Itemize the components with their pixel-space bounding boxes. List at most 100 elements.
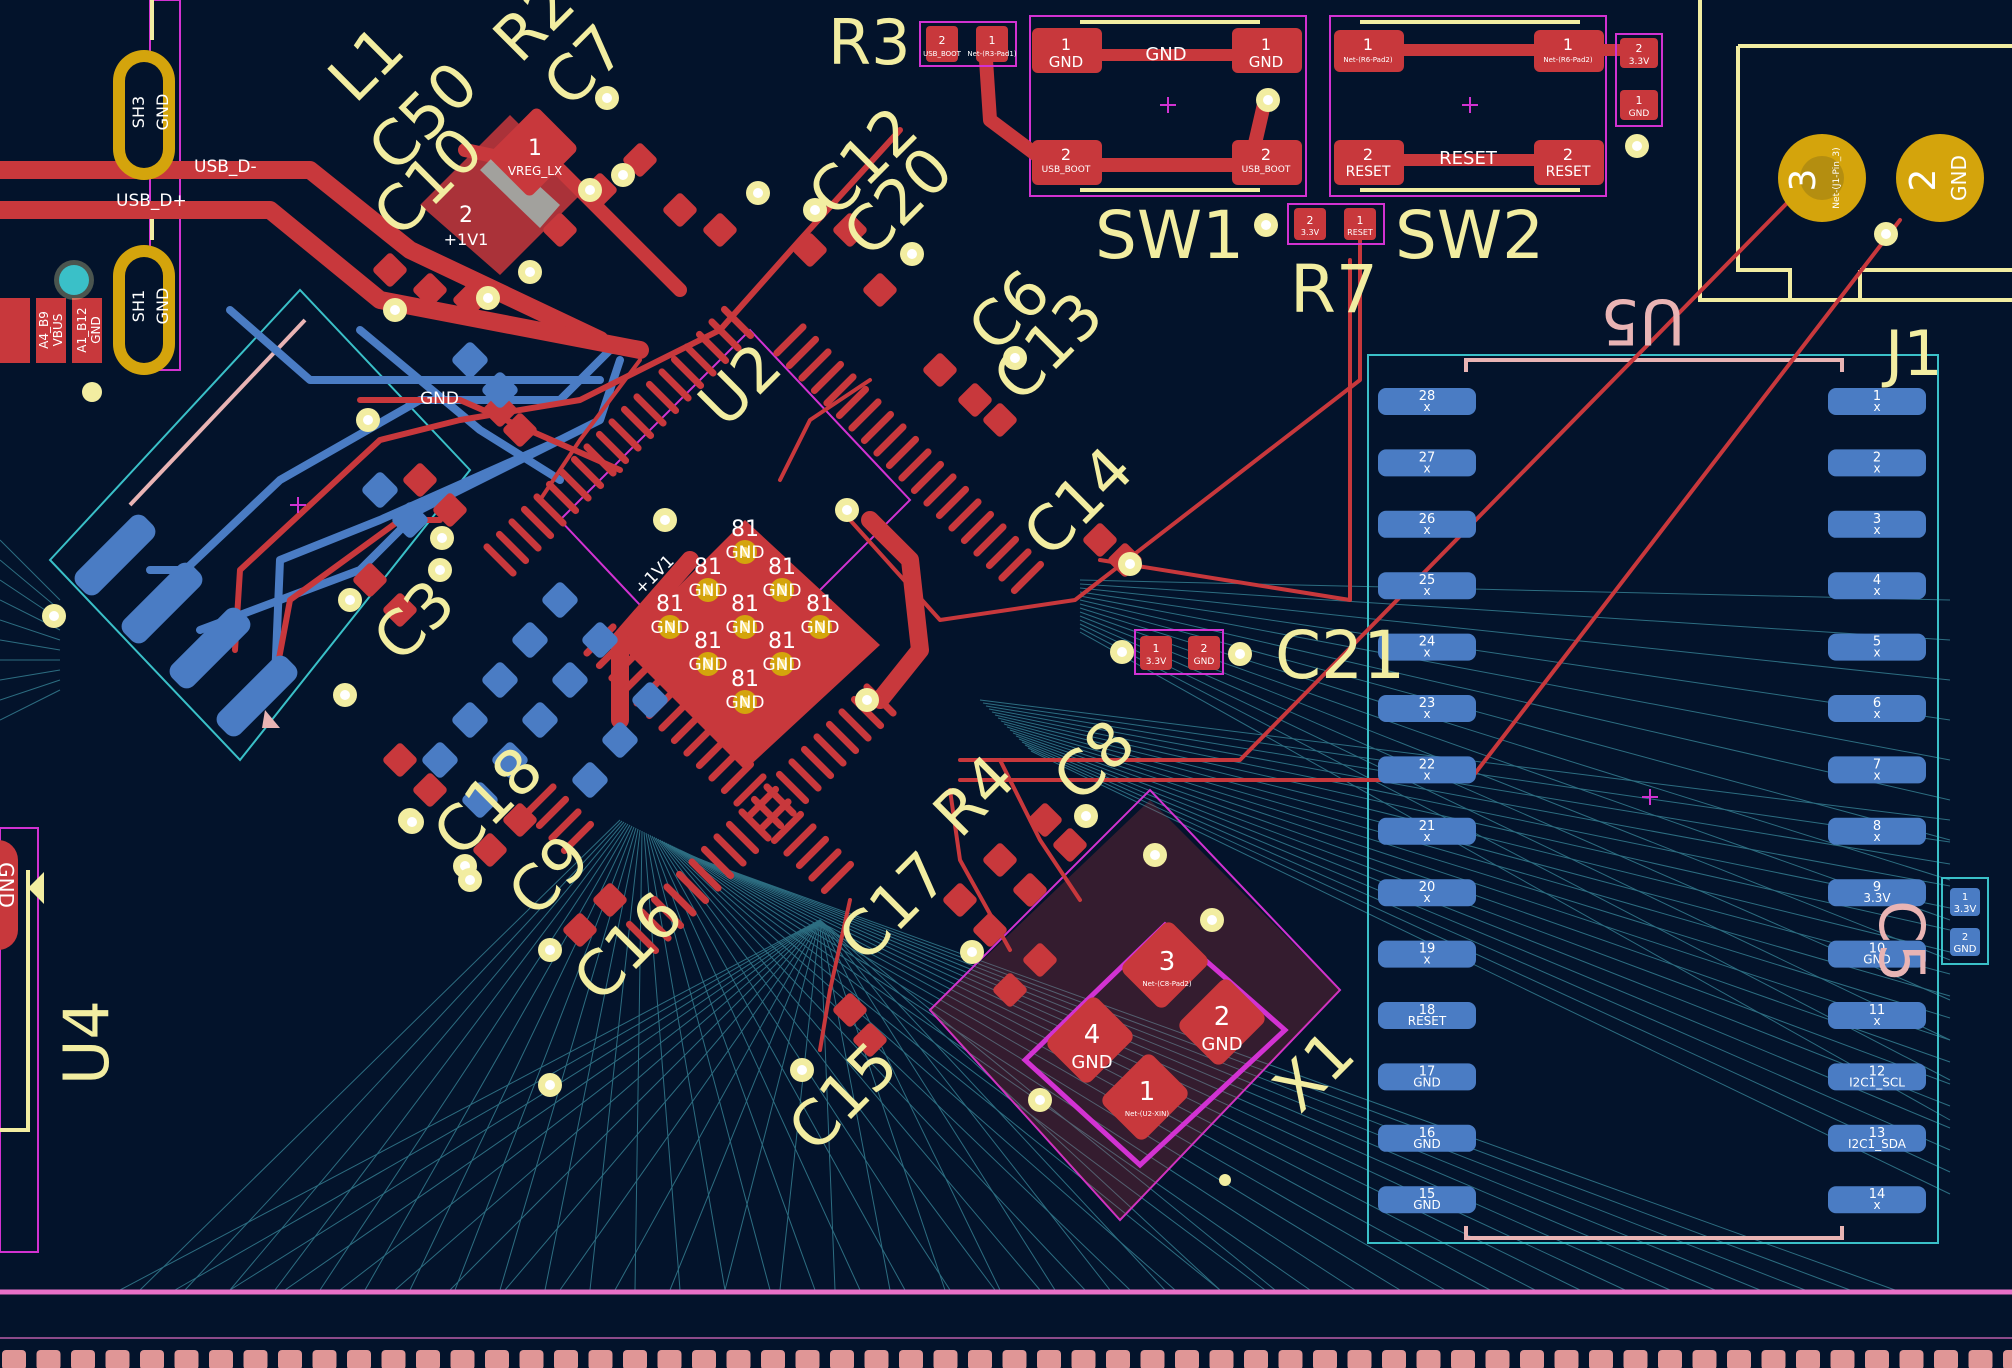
svg-text:x: x	[1423, 400, 1430, 414]
regulator-l1[interactable]: 1 VREG_LX 2 +1V1	[420, 106, 585, 275]
l1-pad2-net: +1V1	[444, 230, 489, 249]
r3-pad2-net: USB_BOOT	[923, 50, 962, 58]
svg-text:81: 81	[806, 592, 834, 617]
svg-text:12: 12	[1869, 1064, 1886, 1079]
svg-text:81: 81	[768, 555, 796, 580]
sw1-p1r-net: GND	[1249, 53, 1283, 71]
pin1-marker-dot	[1219, 1174, 1231, 1186]
switch-sw2[interactable]: 1 Net-(R6-Pad2) 1 Net-(R6-Pad2) 2 RESET …	[1334, 30, 1604, 185]
usb-a1b12: A1_B12	[75, 307, 89, 352]
svg-text:81: 81	[731, 517, 759, 542]
usb-sh1-label: SH1	[129, 290, 148, 322]
svg-text:GND: GND	[726, 618, 765, 638]
ratsnest-lines	[0, 539, 1951, 1291]
resistor-r7[interactable]: 2 3.3V 1 RESET	[1287, 203, 1385, 245]
module-u5[interactable]: 28x1x27x2x26x3x25x4x24x5x23x6x22x7x21x8x…	[1378, 388, 1926, 1214]
svg-text:x: x	[1423, 646, 1430, 660]
svg-text:81: 81	[694, 555, 722, 580]
x1-pad4-net: GND	[1071, 1052, 1112, 1073]
svg-text:28: 28	[1419, 389, 1436, 404]
sw1-p1l-num: 1	[1061, 35, 1071, 54]
capacitor-c21[interactable]: 1 3.3V 2 GND	[1134, 629, 1224, 675]
svg-text:GND: GND	[689, 655, 728, 675]
refdes-j1: J1	[1881, 317, 1943, 390]
refdes-r3: R3	[828, 6, 911, 79]
u4-pad[interactable]: GND	[0, 840, 44, 950]
sw2-p2l-net: RESET	[1346, 164, 1391, 180]
sw2-trace-net: RESET	[1439, 148, 1498, 169]
connector-j1[interactable]: 3 Net-(J1-Pin_3) 2 GND	[1778, 134, 1984, 222]
r6-pad2-num: 2	[1636, 42, 1643, 55]
j1-pin3-num: 3	[1783, 169, 1824, 192]
refdes-u4: U4	[50, 1000, 123, 1085]
svg-text:GND: GND	[726, 543, 765, 563]
svg-text:3.3V: 3.3V	[1863, 891, 1891, 905]
sw2-p1l-num: 1	[1363, 35, 1373, 54]
capacitor-c5[interactable]: 1 3.3V 2 GND	[1950, 888, 1980, 956]
vias	[42, 86, 1898, 1112]
svg-text:81: 81	[731, 667, 759, 692]
u5-left-pad: 19x	[1378, 940, 1476, 968]
svg-text:4: 4	[1873, 573, 1881, 588]
resistor-r3[interactable]: 2 USB_BOOT 1 Net-(R3-Pad1)	[919, 21, 1017, 67]
svg-text:x: x	[1873, 1014, 1880, 1028]
svg-text:81: 81	[656, 592, 684, 617]
r6-pad1-net: GND	[1629, 109, 1650, 119]
svg-text:I2C1_SCL: I2C1_SCL	[1849, 1075, 1905, 1089]
r7-pad2-num: 2	[1307, 214, 1314, 227]
c21-pad2-num: 2	[1201, 642, 1208, 655]
svg-text:x: x	[1873, 707, 1880, 721]
r3-pad2-num: 2	[939, 34, 946, 47]
sw1-p2l-num: 2	[1061, 145, 1071, 164]
svg-text:17: 17	[1419, 1064, 1436, 1079]
u5-left-pad: 24x	[1378, 633, 1476, 661]
refdes-r1: R1	[0, 517, 15, 600]
svg-text:24: 24	[1419, 635, 1436, 650]
c21-pad2-net: GND	[1194, 657, 1215, 667]
sw2-p2r-num: 2	[1563, 145, 1573, 164]
svg-text:x: x	[1423, 953, 1430, 967]
svg-text:GND: GND	[689, 581, 728, 601]
x1-pad2-num: 2	[1214, 1002, 1231, 1032]
l1-pad1-num: 1	[528, 136, 542, 161]
usb-sh3-gnd: GND	[153, 94, 172, 131]
u5-left-pad: 22x	[1378, 756, 1476, 784]
x1-pad3-num: 3	[1159, 947, 1176, 977]
sw1-p2r-num: 2	[1261, 145, 1271, 164]
r6-pad2-net: 3.3V	[1629, 57, 1650, 67]
crystal-x1[interactable]: 3 Net-(C8-Pad2) 2 GND 4 GND 1 Net-(U2-XI…	[930, 800, 1340, 1220]
u5-right-pad: 8x	[1828, 817, 1926, 845]
refdes-sw2: SW2	[1395, 197, 1544, 274]
usb-connector[interactable]: SH3 GND SH1 GND A4_B9 VBUS A1_B12 GND	[0, 50, 175, 402]
c5-pad2-net: GND	[1954, 944, 1977, 955]
svg-text:25: 25	[1419, 573, 1436, 588]
svg-text:15: 15	[1419, 1187, 1436, 1202]
c5-pad2-num: 2	[1962, 932, 1968, 943]
u5-left-pad: 25x	[1378, 572, 1476, 600]
svg-text:x: x	[1423, 891, 1430, 905]
svg-text:GND: GND	[1413, 1137, 1441, 1151]
u5-left-pad: 28x	[1378, 388, 1476, 415]
u5-right-pad: 1x	[1828, 388, 1926, 415]
net-usb-dm: USB_D-	[194, 157, 257, 177]
u5-right-pad: 93.3V	[1828, 879, 1926, 907]
switch-sw1[interactable]: 1 GND 1 GND GND 2 USB_BOOT 2 USB_BOOT	[1032, 28, 1302, 185]
u5-right-pad: 6x	[1828, 695, 1926, 722]
origin-markers	[290, 97, 1658, 805]
u4-pad-net: GND	[0, 862, 18, 908]
resistor-r6[interactable]: 2 3.3V 1 GND	[1615, 33, 1663, 127]
svg-text:14: 14	[1869, 1187, 1886, 1202]
svg-text:x: x	[1423, 707, 1430, 721]
svg-text:x: x	[1423, 768, 1430, 782]
svg-text:19: 19	[1419, 942, 1436, 957]
svg-text:9: 9	[1873, 880, 1881, 895]
svg-text:GND: GND	[726, 693, 765, 713]
svg-text:I2C1_SDA: I2C1_SDA	[1848, 1137, 1907, 1151]
x1-pad4-num: 4	[1084, 1020, 1101, 1050]
sw1-p2r-net: USB_BOOT	[1242, 165, 1291, 175]
silkscreen-outlines	[0, 0, 2012, 1132]
